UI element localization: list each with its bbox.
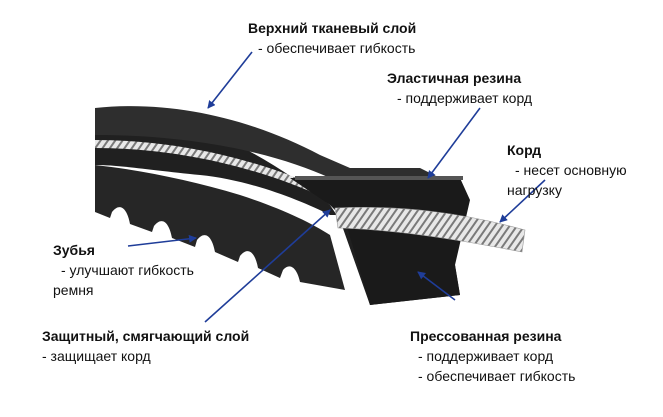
arrow-teeth xyxy=(127,234,197,247)
arrow-cord xyxy=(499,179,546,223)
label-protective-desc: - защищает корд xyxy=(42,348,151,364)
label-cord: Корд - несет основную нагрузку xyxy=(507,140,627,200)
arrow-protective xyxy=(204,209,331,323)
belt-top-surface xyxy=(95,106,440,178)
label-pressed-desc-1: - поддерживает корд xyxy=(418,348,554,364)
arrow-pressed xyxy=(417,271,456,301)
label-cord-desc-1: - несет основную xyxy=(515,162,627,178)
label-pressed-title: Прессованная резина xyxy=(410,328,562,344)
label-pressed-desc-2: - обеспечивает гибкость xyxy=(418,368,576,384)
belt-teeth xyxy=(95,165,345,290)
label-top-fabric-title: Верхний тканевый слой xyxy=(248,20,417,36)
label-teeth: Зубья - улучшают гибкость ремня xyxy=(53,240,194,300)
belt-cord-row xyxy=(95,140,325,198)
label-pressed: Прессованная резина - поддерживает корд … xyxy=(410,326,575,386)
label-top-fabric: Верхний тканевый слой - обеспечивает гиб… xyxy=(248,18,416,58)
label-teeth-desc-1: - улучшают гибкость xyxy=(61,262,194,278)
cord-ends xyxy=(334,207,526,253)
label-cord-desc-2: нагрузку xyxy=(507,182,562,198)
arrow-top-fabric xyxy=(207,51,253,109)
label-top-fabric-desc: - обеспечивает гибкость xyxy=(258,40,416,56)
label-elastic-title: Эластичная резина xyxy=(387,70,522,86)
label-teeth-title: Зубья xyxy=(53,242,95,258)
label-elastic-desc: - поддерживает корд xyxy=(397,90,533,106)
label-protective: Защитный, смягчающий слой - защищает кор… xyxy=(42,326,249,366)
label-teeth-desc-2: ремня xyxy=(53,282,94,298)
arrow-elastic xyxy=(427,107,481,179)
label-elastic: Эластичная резина - поддерживает корд xyxy=(387,68,532,108)
label-protective-title: Защитный, смягчающий слой xyxy=(42,328,250,344)
label-cord-title: Корд xyxy=(507,142,542,158)
belt-fabric-edge xyxy=(295,176,463,180)
